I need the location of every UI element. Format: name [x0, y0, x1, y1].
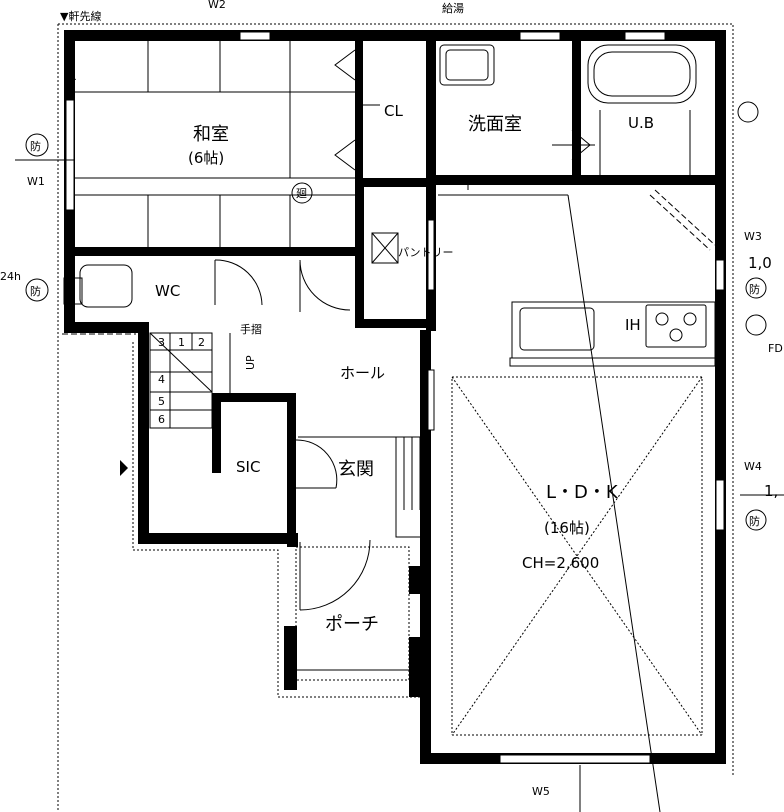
porch-outline — [295, 546, 410, 681]
ldk-label: L・D・K — [546, 482, 619, 503]
stair-5: 5 — [158, 395, 165, 408]
bo-left-top: 防 — [30, 139, 41, 153]
handrail-label: 手摺 — [240, 322, 262, 336]
w5-label: W5 — [532, 785, 550, 798]
ub-label: U.B — [628, 114, 654, 132]
bo-w4: 防 — [749, 514, 760, 528]
w3-label: W3 — [744, 230, 762, 243]
hall-label: ホール — [340, 364, 385, 382]
w1-label: W1 — [27, 175, 45, 188]
fd-label: FD — [768, 342, 783, 355]
fixtures — [63, 44, 716, 367]
ldk-ceiling — [438, 194, 703, 812]
genkan-step — [298, 436, 427, 538]
stairs — [149, 332, 231, 429]
stair-1: 1 — [178, 336, 185, 349]
window-openings — [65, 31, 725, 764]
porch-label: ポーチ — [325, 614, 379, 635]
ceiling-height-label: CH=2,600 — [522, 554, 599, 572]
kyuto-label: 給湯 — [442, 1, 464, 15]
stair-3: 3 — [158, 336, 165, 349]
tatami-lines — [75, 41, 355, 247]
stairs-up-label: UP — [244, 355, 257, 370]
closet-doors — [334, 49, 380, 171]
ma-label: 廻 — [296, 187, 307, 200]
w3-value: 1,0 — [748, 254, 772, 272]
eaves-line-label: ▼軒先線 — [60, 9, 101, 23]
genkan-label: 玄関 — [338, 459, 374, 480]
h24-label: 24h — [0, 270, 21, 283]
outside-symbols — [15, 70, 784, 812]
eaves-line — [57, 23, 734, 812]
ih-label: IH — [625, 316, 641, 334]
w2-label: W2 — [208, 0, 226, 11]
stair-4: 4 — [158, 373, 165, 386]
stair-2: 2 — [198, 336, 205, 349]
washitsu-label: 和室 — [193, 124, 229, 145]
interior-walls — [64, 41, 726, 543]
senmenshitsu-label: 洗面室 — [468, 114, 522, 135]
w4-value: 1, — [764, 482, 778, 500]
ldk-size-label: (16帖) — [544, 519, 590, 537]
bo-w1: 防 — [30, 284, 41, 298]
closet-label: CL — [384, 102, 403, 120]
sic-label: SIC — [236, 458, 260, 476]
w4-label: W4 — [744, 460, 762, 473]
bo-w3: 防 — [749, 282, 760, 296]
door-swings — [214, 175, 469, 611]
stair-6: 6 — [158, 413, 165, 426]
washitsu-size-label: (6帖) — [188, 149, 224, 167]
wc-label: WC — [155, 282, 180, 300]
pantry-label: パントリー — [398, 246, 454, 259]
